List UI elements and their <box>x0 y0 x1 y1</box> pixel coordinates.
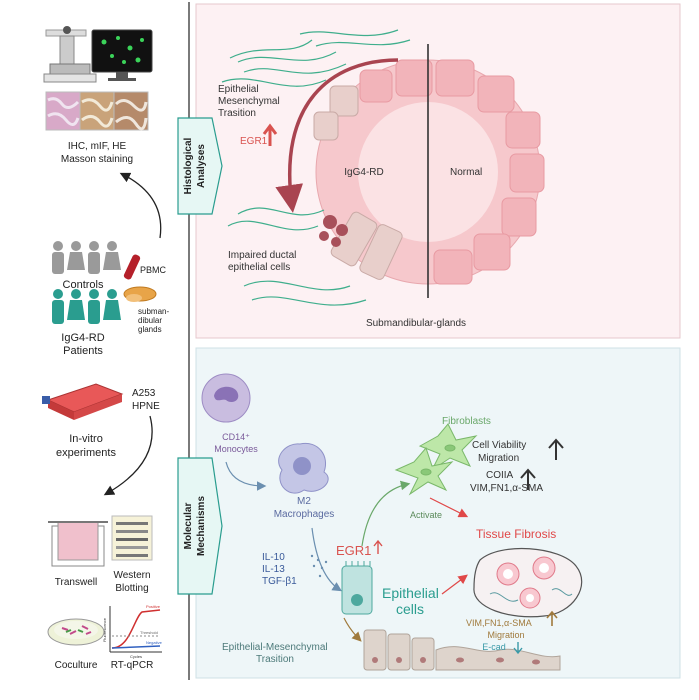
fibrosis-label: Tissue Fibrosis <box>476 527 556 541</box>
molecular-tab <box>177 457 223 595</box>
pcr-positive-label: Positive <box>146 604 161 609</box>
activate-label: Activate <box>410 510 442 520</box>
culture-flask-icon <box>42 383 124 420</box>
egr1-up-arrow-icon <box>262 123 278 146</box>
coculture-label: Coculture <box>55 660 98 671</box>
markers-label-2: VIM,FN1,α-SMA <box>470 483 543 494</box>
molecular-tab-label-1: Molecular <box>183 503 194 550</box>
igg4-label: IgG4-RD <box>344 167 383 178</box>
histology-tab <box>177 117 223 215</box>
outcome-label-3: E-cad <box>482 642 506 652</box>
outcome-label-2: Migration <box>487 630 524 640</box>
epithelial-label-2: cells <box>396 601 424 617</box>
pbmc-tube-icon <box>123 254 141 280</box>
imaging-caption-2: Masson staining <box>61 154 133 165</box>
viability-label-2: Migration <box>478 453 519 464</box>
viability-label-1: Cell Viability <box>472 440 526 451</box>
molecular-emt-label-1: Epithelial-Mesenchymal <box>222 642 328 653</box>
controls-people-icon <box>52 241 121 274</box>
transwell-icon <box>48 521 108 567</box>
western-label-2: Blotting <box>115 583 148 594</box>
pcr-ylabel: Fluorescence <box>102 617 107 642</box>
pcr-negative-label: Negative <box>146 640 163 645</box>
markers-up-arrow-icon <box>520 468 536 490</box>
outcome-up-arrow-icon <box>546 610 558 626</box>
monocytes-label-2: Monocytes <box>214 444 258 454</box>
gland-duct-illustration <box>221 29 545 306</box>
fibroblast-cells-icon <box>394 423 478 496</box>
m2-label-2: Macrophages <box>274 509 335 520</box>
pbmc-label: PBMC <box>140 265 167 275</box>
arrow-epithelial-to-fibrosis <box>441 574 468 595</box>
glands-label-3: glands <box>138 325 162 334</box>
histology-emt-label-1: Epithelial <box>218 84 259 95</box>
fibroblasts-label: Fibroblasts <box>442 416 491 427</box>
emt-nuclei <box>372 657 540 665</box>
epithelial-label-1: Epithelial <box>382 585 439 601</box>
markers-label-1: COIIA <box>486 470 514 481</box>
molecular-tab-label-2: Mechanisms <box>196 496 207 556</box>
imaging-caption-1: IHC, mIF, HE <box>68 141 127 152</box>
viability-up-arrow-icon <box>548 438 564 460</box>
cytokine-label-2: IL-13 <box>262 564 285 575</box>
m2-label-1: M2 <box>297 496 311 507</box>
glands-label-1: subman- <box>138 307 169 316</box>
monocyte-cell-icon <box>201 373 251 423</box>
pcr-xlabel: Cycles <box>130 654 142 659</box>
invitro-label-1: In-vitro <box>69 433 103 445</box>
molecular-panel <box>195 347 681 679</box>
cell-lines-label-1: A253 <box>132 388 156 399</box>
arrow-macrophage-to-epithelial <box>311 527 343 592</box>
controls-label: Controls <box>63 279 104 291</box>
gland-tissue-icon <box>123 286 157 302</box>
histology-emt-label-2: Mesenchymal <box>218 96 280 107</box>
epithelial-cell-icon <box>341 561 373 615</box>
monitor-icon <box>91 29 153 81</box>
molecular-egr1-label: EGR1 <box>336 543 371 558</box>
arrow-epithelial-to-emt <box>343 617 362 642</box>
western-label-1: Western <box>113 570 150 581</box>
cell-lines-label-2: HPNE <box>132 401 160 412</box>
rtqpcr-label: RT-qPCR <box>111 660 154 671</box>
glands-label-2: dibular <box>138 316 162 325</box>
invitro-label-2: experiments <box>56 447 116 459</box>
ecad-down-arrow-icon <box>513 642 523 655</box>
arrow-monocyte-to-macrophage <box>225 461 267 491</box>
normal-label: Normal <box>450 167 482 178</box>
pcr-threshold-label: Threshold <box>140 630 158 635</box>
impaired-label-1: Impaired ductal <box>228 250 296 261</box>
histology-caption: Submandibular-glands <box>366 318 466 329</box>
histology-tab-label-1: Histological <box>183 137 194 194</box>
monocytes-label-1: CD14⁺ <box>222 432 250 442</box>
histology-tab-label-2: Analyses <box>196 144 207 188</box>
arrow-epithelial-to-fibroblast <box>361 480 411 547</box>
cytokine-label-1: IL-10 <box>262 552 285 563</box>
transwell-label: Transwell <box>55 577 97 588</box>
impaired-label-2: epithelial cells <box>228 262 290 273</box>
outcome-label-1: VIM,FN1,α-SMA <box>466 618 532 628</box>
patients-label-1: IgG4-RD <box>61 332 104 344</box>
egr1-up-arrow-icon-2 <box>373 539 383 554</box>
arrow-to-experiments <box>103 415 153 496</box>
histology-egr1-label: EGR1 <box>240 136 268 147</box>
arrow-fibroblast-to-fibrosis <box>429 497 469 518</box>
coculture-dish-icon <box>47 618 105 646</box>
patients-people-icon <box>52 289 121 324</box>
arrow-to-histology <box>119 172 162 239</box>
microscope-icon <box>43 26 97 83</box>
patients-label-2: Patients <box>63 345 103 357</box>
tissue-slide-images <box>45 91 149 131</box>
fibrotic-tissue-icon <box>473 547 583 618</box>
emt-cell-row <box>363 629 561 671</box>
histology-emt-label-3: Trasition <box>218 108 256 119</box>
macrophage-cell-icon <box>278 442 329 494</box>
pcr-curve-icon: Positive Threshold Negative Cycles Fluor… <box>102 604 163 659</box>
western-blot-icon <box>111 515 153 561</box>
cytokine-label-3: TGF-β1 <box>262 576 297 587</box>
molecular-emt-label-2: Trasition <box>256 654 294 665</box>
